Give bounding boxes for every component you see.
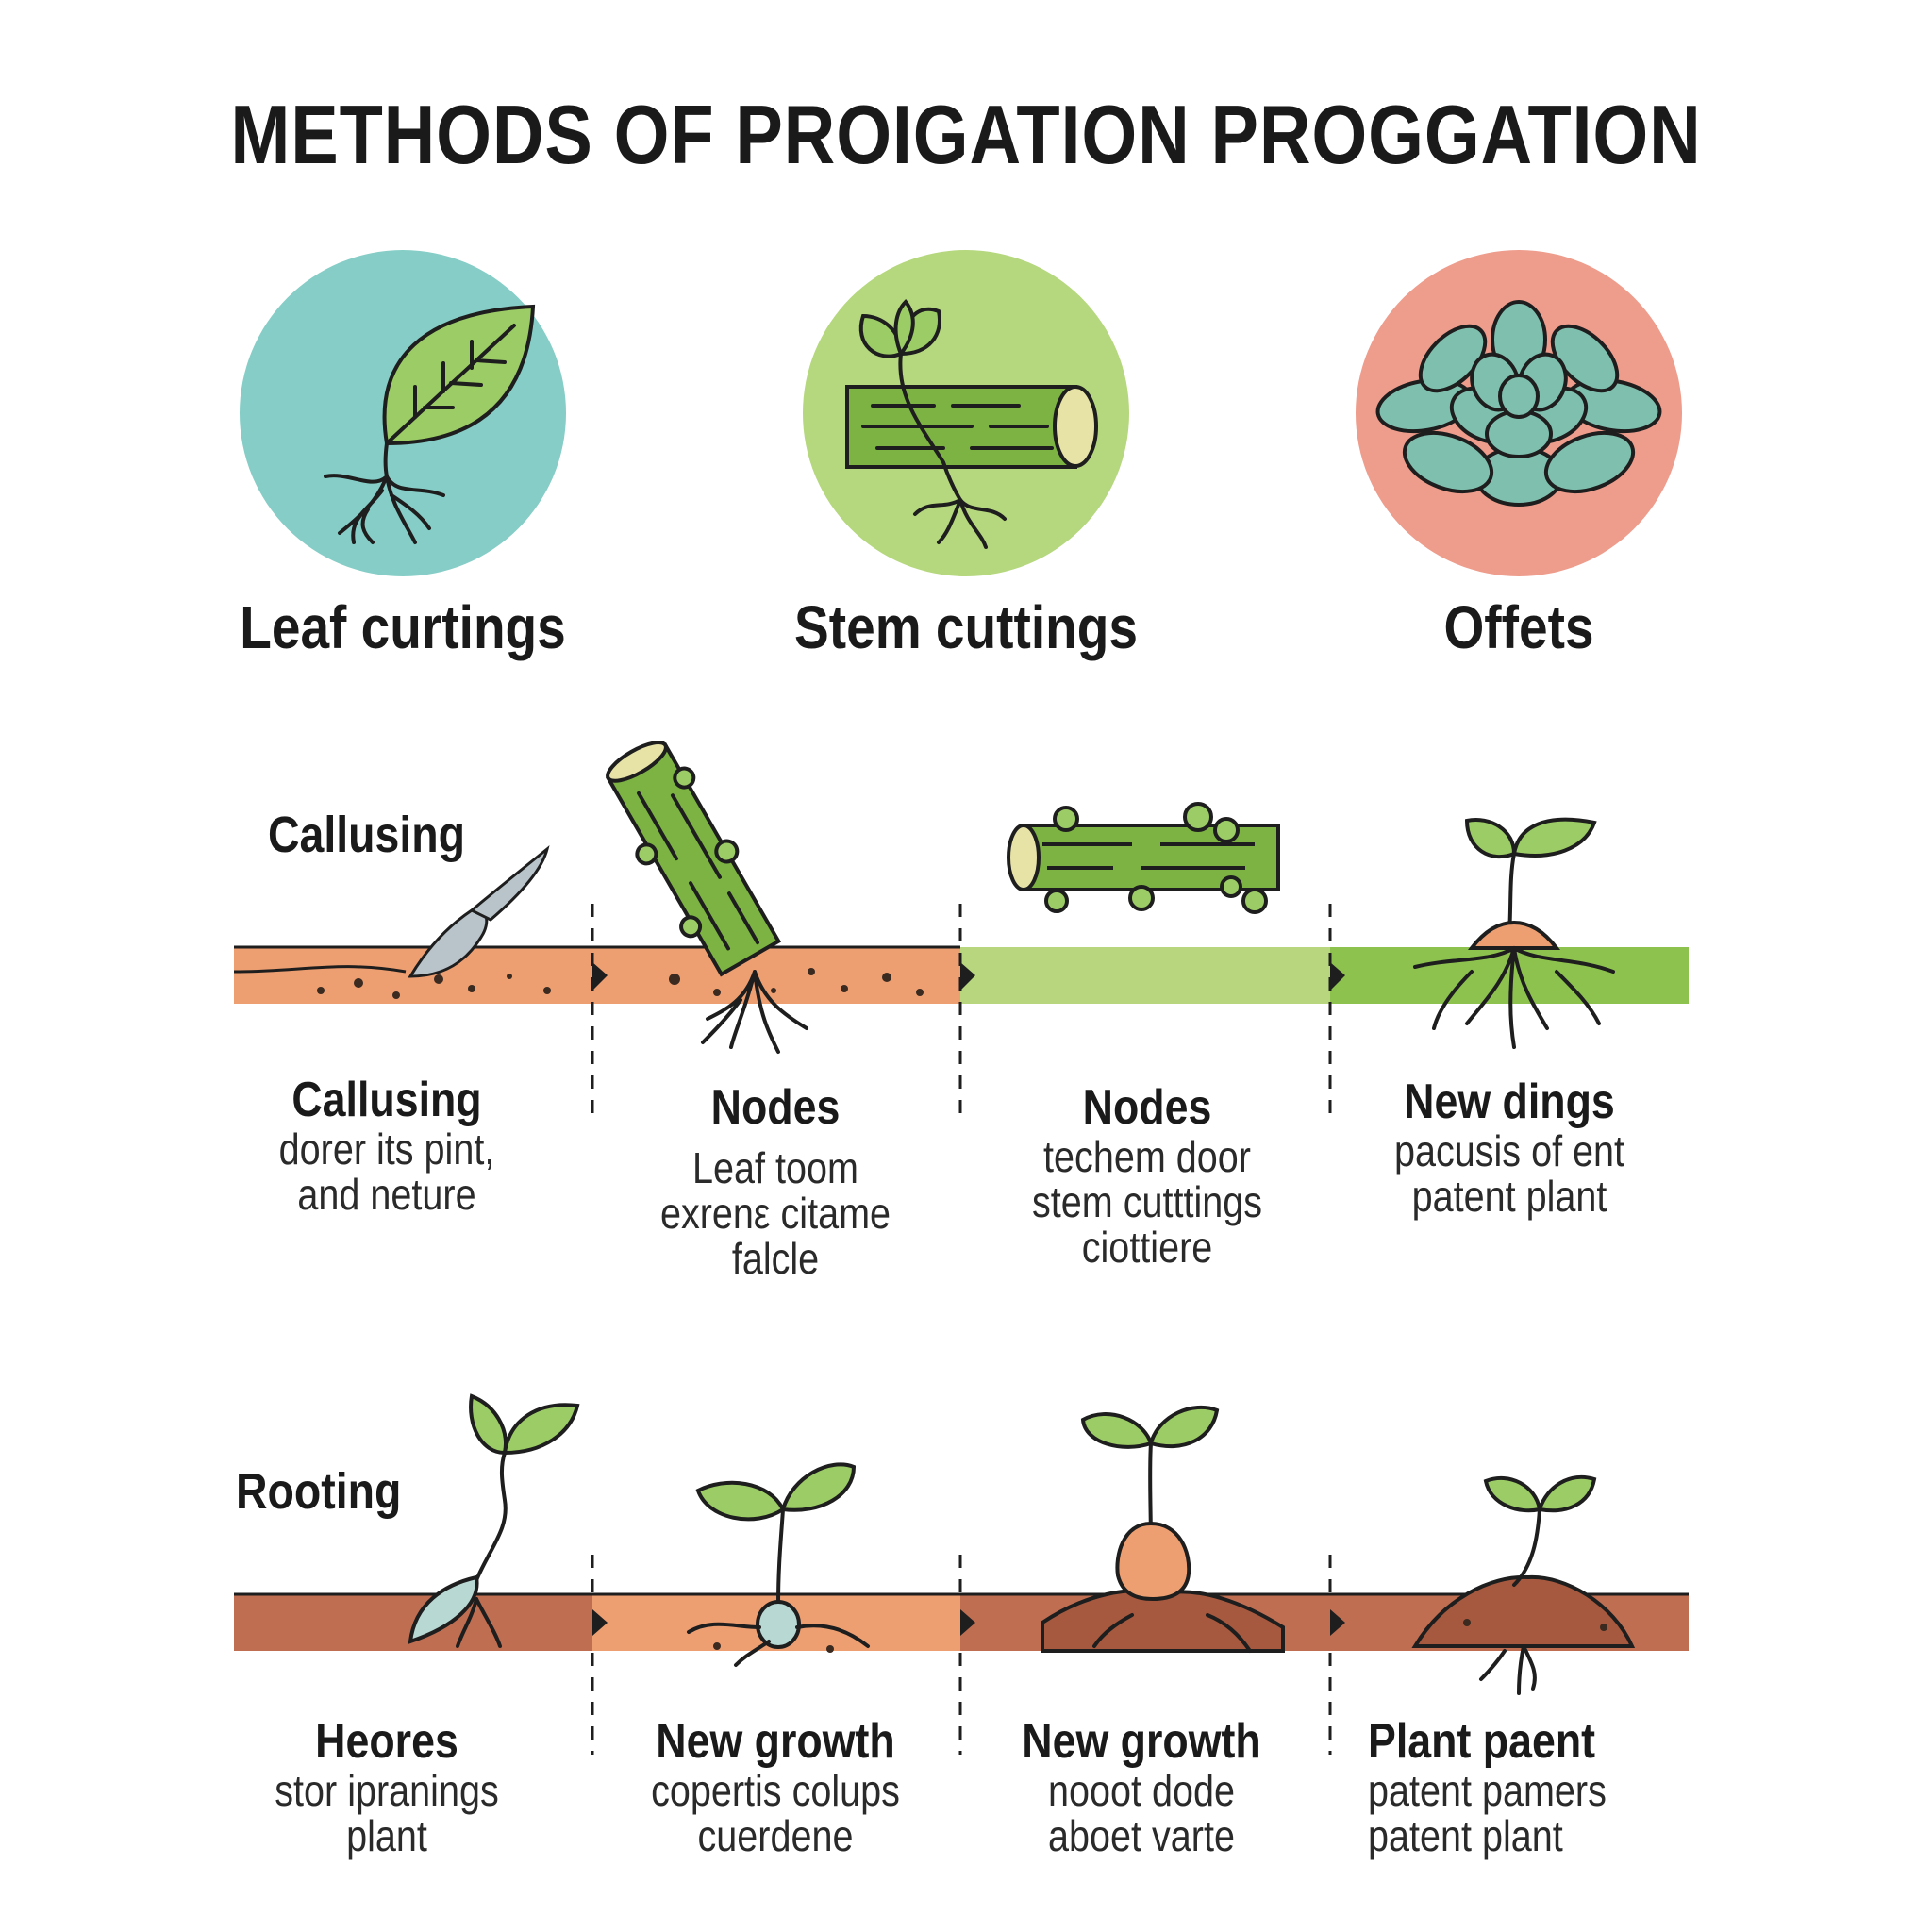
step-text: patent pamers <box>1368 1766 1607 1815</box>
step-text: copertis colups <box>651 1766 900 1815</box>
step-text: dorer its pint, <box>278 1124 495 1174</box>
leaf-with-roots-icon <box>324 304 536 544</box>
step-text: ciottiere <box>1081 1223 1213 1272</box>
step-text: stor ipranings <box>275 1766 499 1815</box>
step-text: aboet varte <box>1048 1811 1235 1860</box>
step-text: patent plant <box>1411 1172 1607 1221</box>
step-text: cuerdene <box>697 1811 854 1860</box>
step-text: falcle <box>731 1234 820 1283</box>
rooted-seedling-icon <box>1413 817 1615 1049</box>
step-heading: Nodes <box>710 1080 841 1135</box>
tilted-stem-cutting-icon <box>605 741 808 1054</box>
step-heading: Nodes <box>1082 1080 1212 1135</box>
stem-cutting-circle <box>803 250 1129 576</box>
step-heading: New growth <box>656 1714 895 1769</box>
leaf-cutting-circle <box>240 250 566 576</box>
step-text: nooot dode <box>1048 1766 1236 1815</box>
step-dividers <box>591 904 1332 1755</box>
bulb-sprout-icon <box>1041 1405 1285 1653</box>
step-heading: Plant paent <box>1368 1714 1596 1769</box>
step-heading: Callusing <box>291 1073 482 1127</box>
step-text: exrenε citame <box>659 1189 891 1238</box>
step-text: techem door <box>1043 1132 1251 1181</box>
stem-cutting-icon <box>845 299 1098 549</box>
page-title-text: METHODS OF PROIGATION PROGGATION <box>230 88 1702 181</box>
planted-seedling-icon <box>1411 1474 1636 1695</box>
row-label-rooting: Rooting <box>236 1463 402 1520</box>
step-text: and neture <box>297 1170 476 1219</box>
step-text: patent plant <box>1368 1811 1563 1860</box>
step-heading: New dings <box>1404 1074 1615 1129</box>
offsets-circle <box>1356 250 1682 576</box>
step-heading: Heores <box>315 1714 458 1769</box>
seed-sprout-icon <box>687 1462 870 1667</box>
row-label-callusing: Callusing <box>268 807 466 863</box>
step-text: plant <box>346 1811 427 1860</box>
horizontal-log-icon <box>1007 802 1280 914</box>
step-text: Leaf toom <box>692 1143 858 1192</box>
method-label-leaf-text: Leaf curtings <box>240 593 566 661</box>
trowel-sprout-icon <box>408 1393 580 1648</box>
succulent-rosette-icon <box>1375 300 1662 507</box>
method-label-offsets-text: Offets <box>1443 593 1594 661</box>
step-text: stem cutttings <box>1031 1177 1263 1226</box>
step-heading: New growth <box>1022 1714 1261 1769</box>
knife-icon <box>408 845 550 978</box>
method-label-stem-text: Stem cuttings <box>794 593 1138 661</box>
step-text: pacusis of ent <box>1393 1126 1625 1175</box>
